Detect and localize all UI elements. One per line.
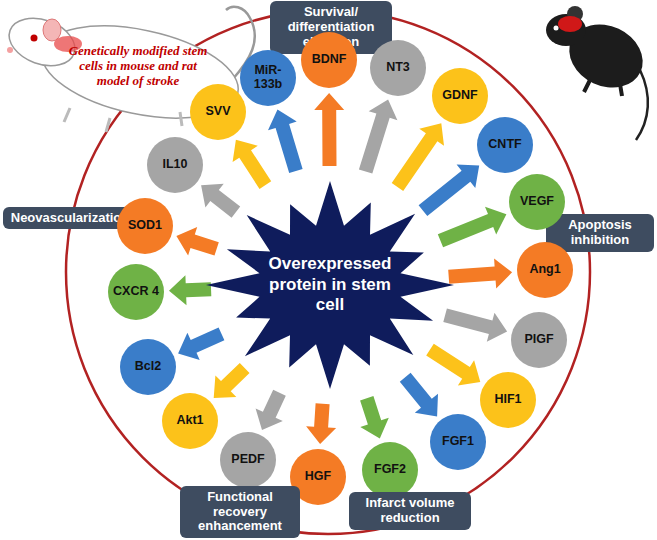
node-text: Infarct volume reduction xyxy=(355,496,465,526)
block-arrow xyxy=(400,373,438,417)
node-text: IL10 xyxy=(151,158,199,172)
star-fill xyxy=(206,181,454,389)
protein-circle: CXCR 4 xyxy=(108,264,164,320)
rat-illustration xyxy=(3,7,255,134)
node-text: CXCR 4 xyxy=(112,285,160,299)
protein-circle: PIGF xyxy=(511,312,567,368)
block-arrow xyxy=(314,93,344,166)
block-arrow xyxy=(443,309,507,342)
protein-circle: IL10 xyxy=(147,137,203,193)
block-arrow xyxy=(214,363,250,398)
node-text: Overexpressed protein in stem cell xyxy=(255,254,405,315)
block-arrow xyxy=(306,403,336,444)
node-text: Apoptosis inhibition xyxy=(552,218,648,248)
node-text: FGF1 xyxy=(434,435,482,449)
protein-circle: SOD1 xyxy=(117,198,173,254)
node-text: Neovascularization xyxy=(9,211,131,226)
category-box: Apoptosis inhibition xyxy=(546,214,654,252)
block-arrow xyxy=(256,390,286,430)
center-star: Overexpressed protein in stem cell xyxy=(205,180,455,390)
node-text: FGF2 xyxy=(366,463,414,477)
node-text: Functional recovery enhancement xyxy=(186,490,294,535)
node-text: CNTF xyxy=(481,138,529,152)
protein-circle: Akt1 xyxy=(162,393,218,449)
protein-circle: BDNF xyxy=(301,32,357,88)
protein-circle: NT3 xyxy=(370,40,426,96)
block-arrow xyxy=(359,100,398,174)
protein-circle: Bcl2 xyxy=(120,339,176,395)
node-text: SOD1 xyxy=(121,219,169,233)
block-arrow xyxy=(233,140,272,189)
protein-circle: HIF1 xyxy=(480,372,536,428)
node-text: Ang1 xyxy=(521,263,569,277)
block-arrow xyxy=(426,344,480,386)
protein-circle: SVV xyxy=(190,84,246,140)
block-arrow xyxy=(178,328,224,361)
block-arrow xyxy=(438,207,507,248)
node-text: BDNF xyxy=(305,53,353,67)
mouse-illustration xyxy=(546,6,653,140)
protein-circle: MiR-133b xyxy=(240,50,296,106)
node-text: HIF1 xyxy=(484,393,532,407)
node-text: PEDF xyxy=(224,453,272,467)
node-text: GDNF xyxy=(436,89,484,103)
protein-circle: FGF1 xyxy=(430,414,486,470)
block-arrow xyxy=(448,259,512,289)
protein-circle: FGF2 xyxy=(362,442,418,498)
block-arrow xyxy=(419,165,480,217)
block-arrow xyxy=(392,123,444,191)
node-text: PIGF xyxy=(515,333,563,347)
node-text: Akt1 xyxy=(166,414,214,428)
node-text: NT3 xyxy=(374,61,422,75)
protein-circle: VEGF xyxy=(509,174,565,230)
category-box: Functional recovery enhancement xyxy=(180,486,300,539)
protein-circle: PEDF xyxy=(220,432,276,488)
protein-circle: Ang1 xyxy=(517,242,573,298)
block-arrow xyxy=(176,227,218,256)
node-text: VEGF xyxy=(513,195,561,209)
block-arrow xyxy=(169,275,211,305)
category-box: Infarct volume reduction xyxy=(349,492,471,530)
node-text: Bcl2 xyxy=(124,360,172,374)
protein-circle: GDNF xyxy=(432,68,488,124)
node-text: MiR-133b xyxy=(244,64,292,92)
illustration-caption: Genetically modified stem cells in mouse… xyxy=(68,44,208,89)
block-arrow xyxy=(360,396,389,439)
block-arrow xyxy=(268,110,303,173)
block-arrow xyxy=(201,184,240,218)
node-text: SVV xyxy=(194,105,242,119)
protein-circle: CNTF xyxy=(477,117,533,173)
node-text: HGF xyxy=(294,470,342,484)
